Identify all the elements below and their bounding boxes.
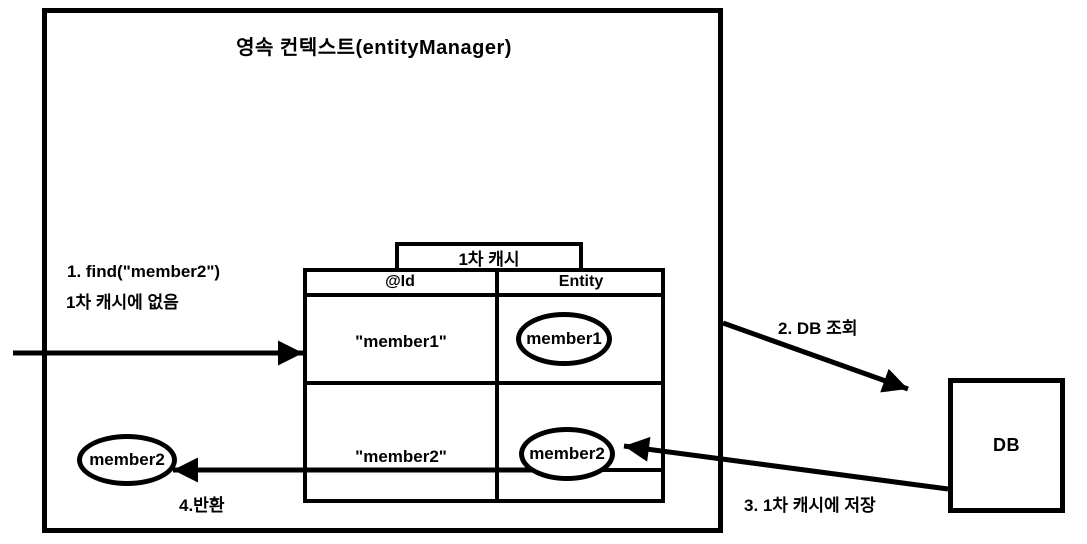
column-header-entity: Entity: [558, 273, 604, 290]
persistence-context-box: [42, 8, 723, 533]
step1-cache-miss-note: 1차 캐시에 없음: [66, 293, 179, 312]
step3-store-cache-label: 3. 1차 캐시에 저장: [744, 496, 876, 515]
entity-ellipse-member2-label: member2: [529, 444, 605, 463]
returned-entity-label: member2: [89, 450, 165, 469]
first-level-cache-label-box: 1차 캐시: [395, 242, 583, 272]
table-column-divider: [495, 272, 499, 499]
step1-find-label: 1. find("member2"): [67, 262, 221, 281]
first-level-cache-table: [303, 268, 665, 503]
column-header-id: @Id: [385, 273, 415, 290]
returned-entity-ellipse: member2: [77, 434, 177, 486]
entity-ellipse-member2: member2: [519, 427, 615, 481]
table-row2-divider: [307, 468, 661, 472]
database-box: DB: [948, 378, 1065, 513]
database-label: DB: [993, 435, 1020, 455]
step2-db-lookup-label: 2. DB 조회: [778, 319, 858, 338]
table-row1-divider: [307, 381, 661, 385]
step4-return-label: 4.반환: [179, 496, 225, 515]
entity-ellipse-member1-label: member1: [526, 329, 602, 348]
cache-row-member2-id: "member2": [355, 447, 447, 466]
first-level-cache-label: 1차 캐시: [458, 249, 520, 269]
entity-ellipse-member1: member1: [516, 312, 612, 366]
table-header-divider: [307, 293, 661, 297]
persistence-context-title: 영속 컨텍스트(entityManager): [236, 37, 512, 59]
cache-row-member1-id: "member1": [355, 332, 447, 351]
